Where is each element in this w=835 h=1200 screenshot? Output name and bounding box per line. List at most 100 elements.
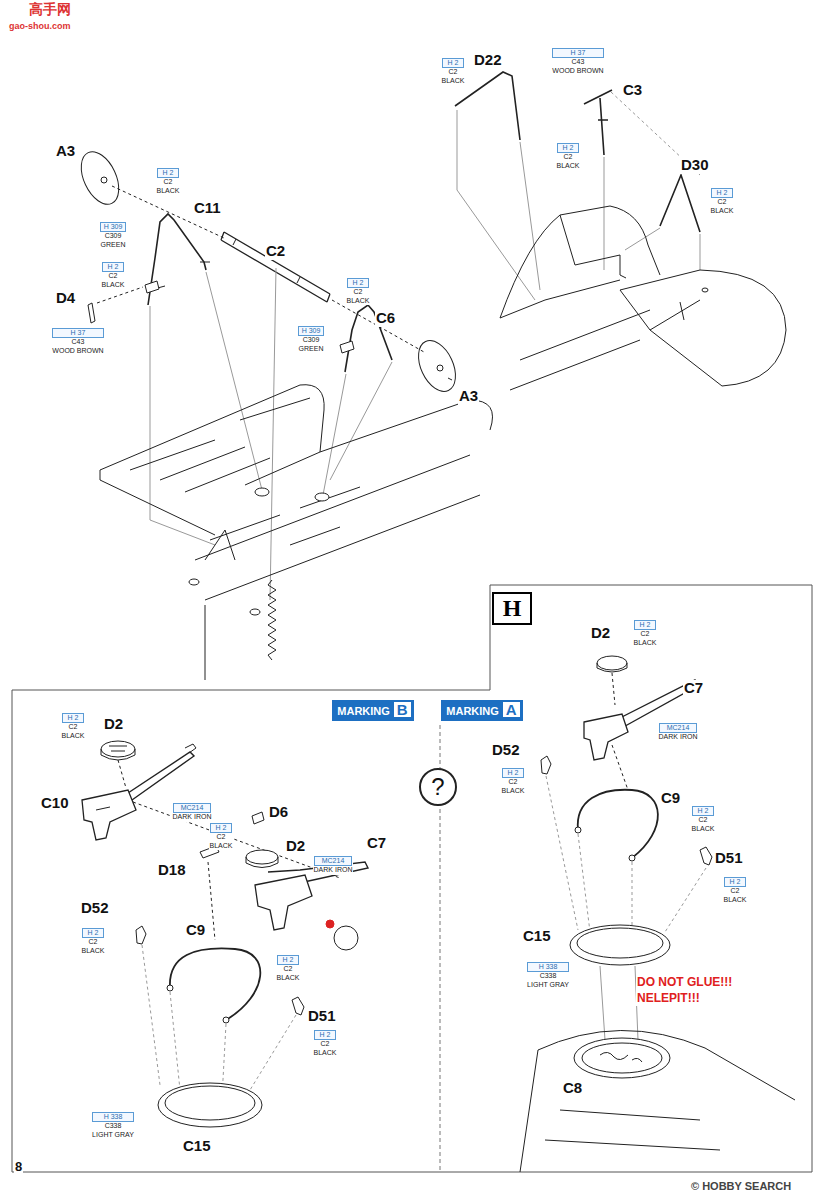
- part-number: C2: [265, 243, 286, 260]
- paint-code: H 2: [102, 262, 125, 272]
- paint-name: C338: [527, 972, 569, 980]
- paint-name: A: [503, 702, 520, 717]
- warning-note: DO NOT GLUE!!! NELEPIT!!!: [636, 975, 750, 1006]
- paint-code: ?: [431, 773, 444, 800]
- paint-name: BLACK: [502, 787, 525, 795]
- paint-callout: H 2C2BLACK: [156, 168, 181, 195]
- part-number: A3: [458, 388, 479, 405]
- paint-name: C2: [82, 938, 105, 946]
- paint-code: H 2: [82, 928, 105, 938]
- paint-callout: H 2C2BLACK: [81, 928, 106, 955]
- paint-callout: H 37C43WOOD BROWN: [551, 48, 604, 75]
- part-number: D52: [491, 742, 521, 759]
- paint-name: C2: [62, 723, 85, 731]
- paint-name: LIGHT GRAY: [527, 981, 569, 989]
- paint-callout: H 338C338LIGHT GRAY: [91, 1112, 135, 1139]
- paint-name: BLACK: [62, 732, 85, 740]
- paint-callout: H 2C2BLACK: [723, 877, 748, 904]
- marking-band: MARKING A: [441, 700, 522, 721]
- part-number: C9: [660, 790, 681, 807]
- paint-name: C2: [314, 1040, 337, 1048]
- paint-name: B: [394, 702, 411, 717]
- paint-name: BLACK: [314, 1049, 337, 1057]
- paint-code: H 2: [711, 188, 734, 198]
- paint-name: WOOD BROWN: [552, 67, 603, 75]
- part-number: C15: [522, 928, 552, 945]
- paint-name: BLACK: [277, 974, 300, 982]
- part-number: D4: [55, 290, 76, 307]
- paint-callout: H 2C2BLACK: [710, 188, 735, 215]
- paint-name: C2: [692, 816, 715, 824]
- marking-band: MARKINGB: [332, 700, 413, 721]
- watermark: © HOBBY SEARCH: [690, 1180, 792, 1192]
- paint-name: BLACK: [102, 281, 125, 289]
- paint-name: C2: [277, 965, 300, 973]
- paint-callout: H 2C2BLACK: [633, 620, 658, 647]
- part-number: C11: [193, 200, 222, 217]
- paint-code: H 2: [157, 168, 180, 178]
- paint-code: H 338: [527, 962, 569, 972]
- watermark: gao-shou.com: [8, 22, 72, 32]
- paint-name: C2: [210, 833, 233, 841]
- paint-code: MC214: [659, 723, 698, 733]
- paint-name: LIGHT GRAY: [92, 1131, 134, 1139]
- paint-callout: H 2C2BLACK: [61, 713, 86, 740]
- part-number: D51: [307, 1008, 337, 1025]
- paint-name: C338: [92, 1122, 134, 1130]
- paint-name: C2: [557, 153, 580, 161]
- paint-callout: MC214DARK IRON: [658, 723, 699, 742]
- paint-name: GREEN: [100, 241, 127, 249]
- step-box: H: [492, 592, 533, 625]
- paint-code: H 2: [442, 58, 465, 68]
- paint-name: C2: [157, 178, 180, 186]
- paint-name: C309: [100, 232, 127, 240]
- paint-callout: H 2C2BLACK: [313, 1030, 338, 1057]
- paint-callout: MC214DARK IRON: [313, 856, 354, 875]
- paint-code: H 309: [100, 222, 127, 232]
- paint-code: H 2: [347, 278, 370, 288]
- paint-code: H 2: [277, 955, 300, 965]
- question-circle: ?: [419, 768, 457, 806]
- paint-name: GREEN: [298, 345, 325, 353]
- paint-name: BLACK: [634, 639, 657, 647]
- paint-name: BLACK: [557, 162, 580, 170]
- paint-name: BLACK: [442, 77, 465, 85]
- part-number: C10: [40, 795, 70, 812]
- paint-code: H 2: [634, 620, 657, 630]
- paint-name: BLACK: [711, 207, 734, 215]
- paint-name: DARK IRON: [314, 866, 353, 874]
- paint-code: H 37: [52, 328, 103, 338]
- paint-name: BLACK: [157, 187, 180, 195]
- paint-name: C2: [442, 68, 465, 76]
- part-number: D51: [714, 850, 744, 867]
- paint-name: C309: [298, 336, 325, 344]
- paint-callout: H 2C2BLACK: [276, 955, 301, 982]
- paint-callout: H 2C2BLACK: [556, 143, 581, 170]
- paint-name: BLACK: [692, 825, 715, 833]
- part-number: C6: [375, 310, 396, 327]
- paint-name: C43: [552, 58, 603, 66]
- part-number: C8: [562, 1080, 583, 1097]
- paint-code: MARKING: [446, 705, 499, 717]
- paint-name: C43: [52, 338, 103, 346]
- part-number: C9: [185, 922, 206, 939]
- part-number: D6: [268, 804, 289, 821]
- paint-callout: H 309C309GREEN: [297, 326, 326, 353]
- paint-callout: H 2C2BLACK: [691, 806, 716, 833]
- paint-name: BLACK: [82, 947, 105, 955]
- paint-callout: H 2C2BLACK: [346, 278, 371, 305]
- paint-code: H 2: [210, 823, 233, 833]
- part-number: C3: [622, 82, 643, 99]
- part-number: D18: [157, 862, 187, 879]
- paint-code: H 2: [692, 806, 715, 816]
- paint-code: H 37: [552, 48, 603, 58]
- page-number: 8: [14, 1160, 23, 1174]
- part-number: D52: [80, 900, 110, 917]
- part-number: D2: [103, 716, 124, 733]
- paint-code: MC214: [173, 803, 212, 813]
- paint-callout: MC214DARK IRON: [172, 803, 213, 822]
- paint-callout: H 37C43WOOD BROWN: [51, 328, 104, 355]
- paint-code: H 2: [724, 877, 747, 887]
- part-number: C7: [366, 835, 387, 852]
- paint-callout: H 2C2BLACK: [101, 262, 126, 289]
